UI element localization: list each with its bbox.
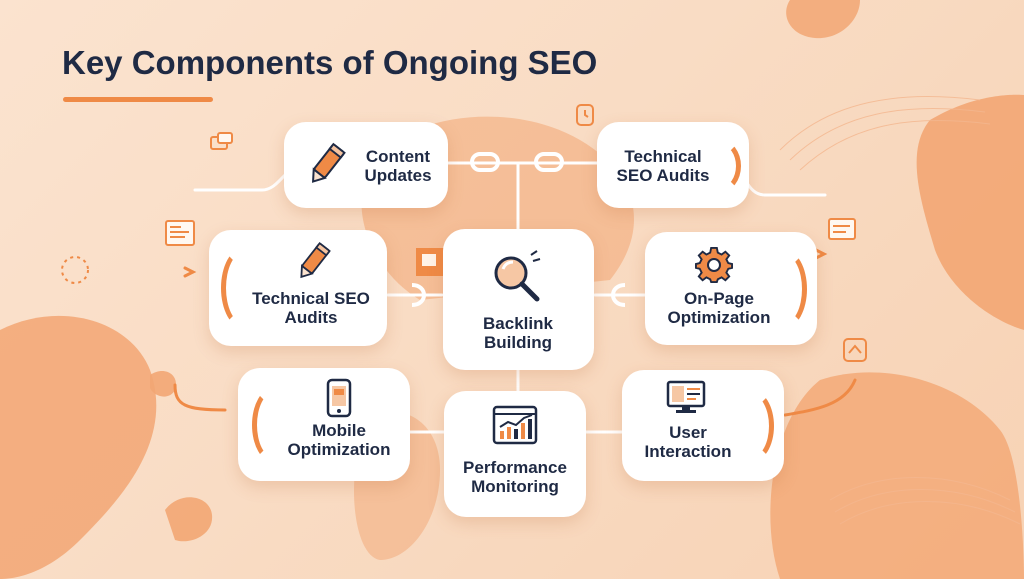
analytics-window-icon	[492, 405, 538, 445]
tag-icon	[416, 248, 444, 276]
node-performance-monitoring: Performance Monitoring	[444, 391, 586, 517]
orange-bracket	[763, 250, 807, 328]
smartphone-icon	[326, 378, 352, 418]
node-mobile-optimization: Mobile Optimization	[238, 368, 410, 481]
clock-icon	[576, 104, 594, 126]
node-label: User Interaction	[644, 423, 732, 461]
document-icon	[165, 220, 195, 246]
node-on-page-optimization: On-Page Optimization	[645, 232, 817, 345]
node-label: Technical SEO Audits	[616, 147, 710, 185]
orange-bracket	[730, 390, 774, 462]
monitor-icon	[666, 380, 706, 413]
pencil-icon	[300, 241, 331, 279]
node-label: Content Updates	[364, 147, 432, 185]
upload-icon	[843, 338, 867, 362]
node-user-interaction: User Interaction	[622, 370, 784, 481]
orange-bracket	[252, 388, 294, 462]
node-label: Performance Monitoring	[463, 458, 567, 496]
node-label: Technical SEO Audits	[252, 289, 370, 327]
orange-bracket	[701, 140, 741, 192]
page-title: Key Components of Ongoing SEO	[62, 44, 598, 81]
node-technical-seo-audits-left: Technical SEO Audits	[209, 230, 387, 346]
magnifier-icon	[494, 250, 541, 302]
pencil-icon	[311, 142, 346, 183]
node-content-updates: Content Updates	[284, 122, 448, 208]
gear-icon	[695, 246, 733, 284]
orange-bracket	[221, 248, 265, 328]
note-icon	[828, 218, 856, 240]
node-label: Backlink Building	[483, 314, 553, 352]
node-backlink-building: Backlink Building	[443, 229, 594, 370]
node-label: On-Page Optimization	[667, 289, 771, 327]
title-underline	[63, 97, 213, 102]
node-technical-seo-audits-top: Technical SEO Audits	[597, 122, 749, 208]
chat-icon	[210, 132, 233, 150]
node-label: Mobile Optimization	[287, 421, 391, 459]
